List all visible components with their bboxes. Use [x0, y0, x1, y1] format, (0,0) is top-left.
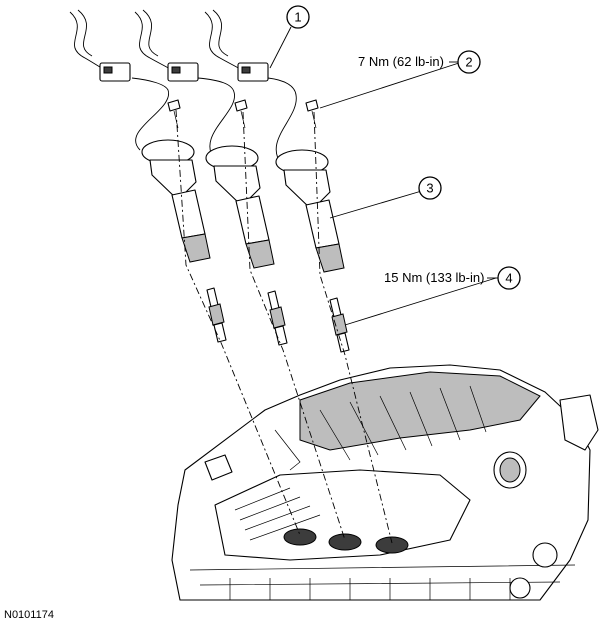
wiring-harness [69, 9, 297, 166]
callout-3-number: 3 [426, 181, 433, 196]
engine-icon [171, 364, 599, 601]
callout-4-torque: 15 Nm (133 lb-in) [384, 270, 484, 285]
connector-icon [99, 62, 269, 82]
callout-2: 7 Nm (62 lb-in) 2 [358, 50, 481, 74]
callout-2-number: 2 [465, 55, 472, 70]
callout-3: 3 [418, 176, 442, 200]
centerlines [175, 109, 393, 544]
callout-4-number: 4 [505, 271, 512, 286]
callout-leaders [269, 26, 497, 326]
figure-id: N0101174 [4, 609, 54, 621]
callout-4: 15 Nm (133 lb-in) 4 [384, 266, 521, 290]
ignition-coil-icon [141, 139, 345, 273]
callout-1: 1 [286, 5, 310, 29]
callout-2-torque: 7 Nm (62 lb-in) [358, 54, 444, 69]
spark-plug-icon [206, 287, 350, 353]
callout-1-number: 1 [294, 10, 301, 25]
